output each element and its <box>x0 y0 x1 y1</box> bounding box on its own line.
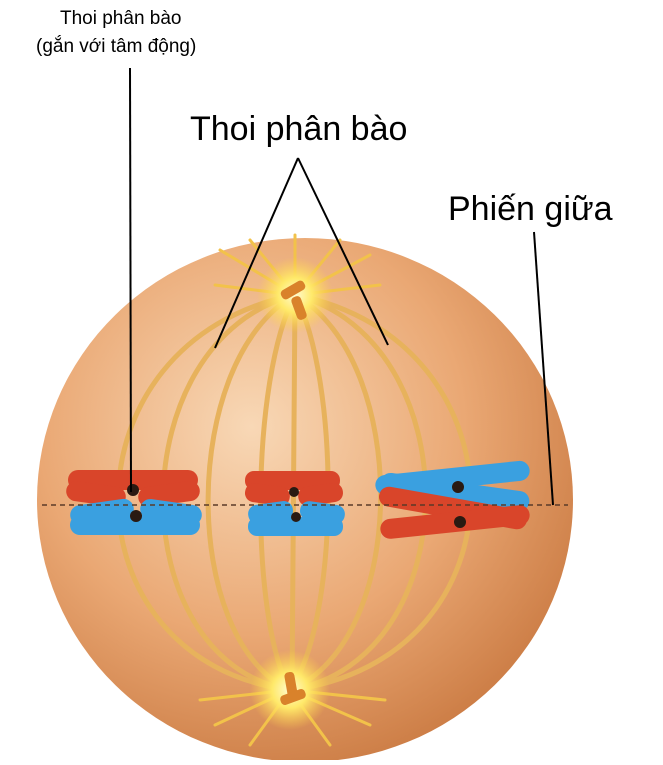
pointer-metaphase-plate <box>533 231 554 506</box>
label-metaphase-plate: Phiến giữa <box>448 190 613 228</box>
label-kinetochore-fiber-line2: (gắn với tâm động) <box>36 36 197 57</box>
chromosome-pair-right <box>375 460 530 539</box>
centriole-bottom <box>280 671 306 706</box>
label-kinetochore-fiber-line1: Thoi phân bào <box>60 8 182 29</box>
label-spindle: Thoi phân bào <box>190 110 408 148</box>
pointer-spindle-left <box>214 157 299 349</box>
pointer-kinetochore-fiber <box>129 67 132 493</box>
chromosome-pair-middle <box>244 471 345 536</box>
centrosome-top-glow <box>257 257 333 333</box>
centriole-top <box>280 280 307 320</box>
pointer-spindle-right <box>297 157 389 346</box>
